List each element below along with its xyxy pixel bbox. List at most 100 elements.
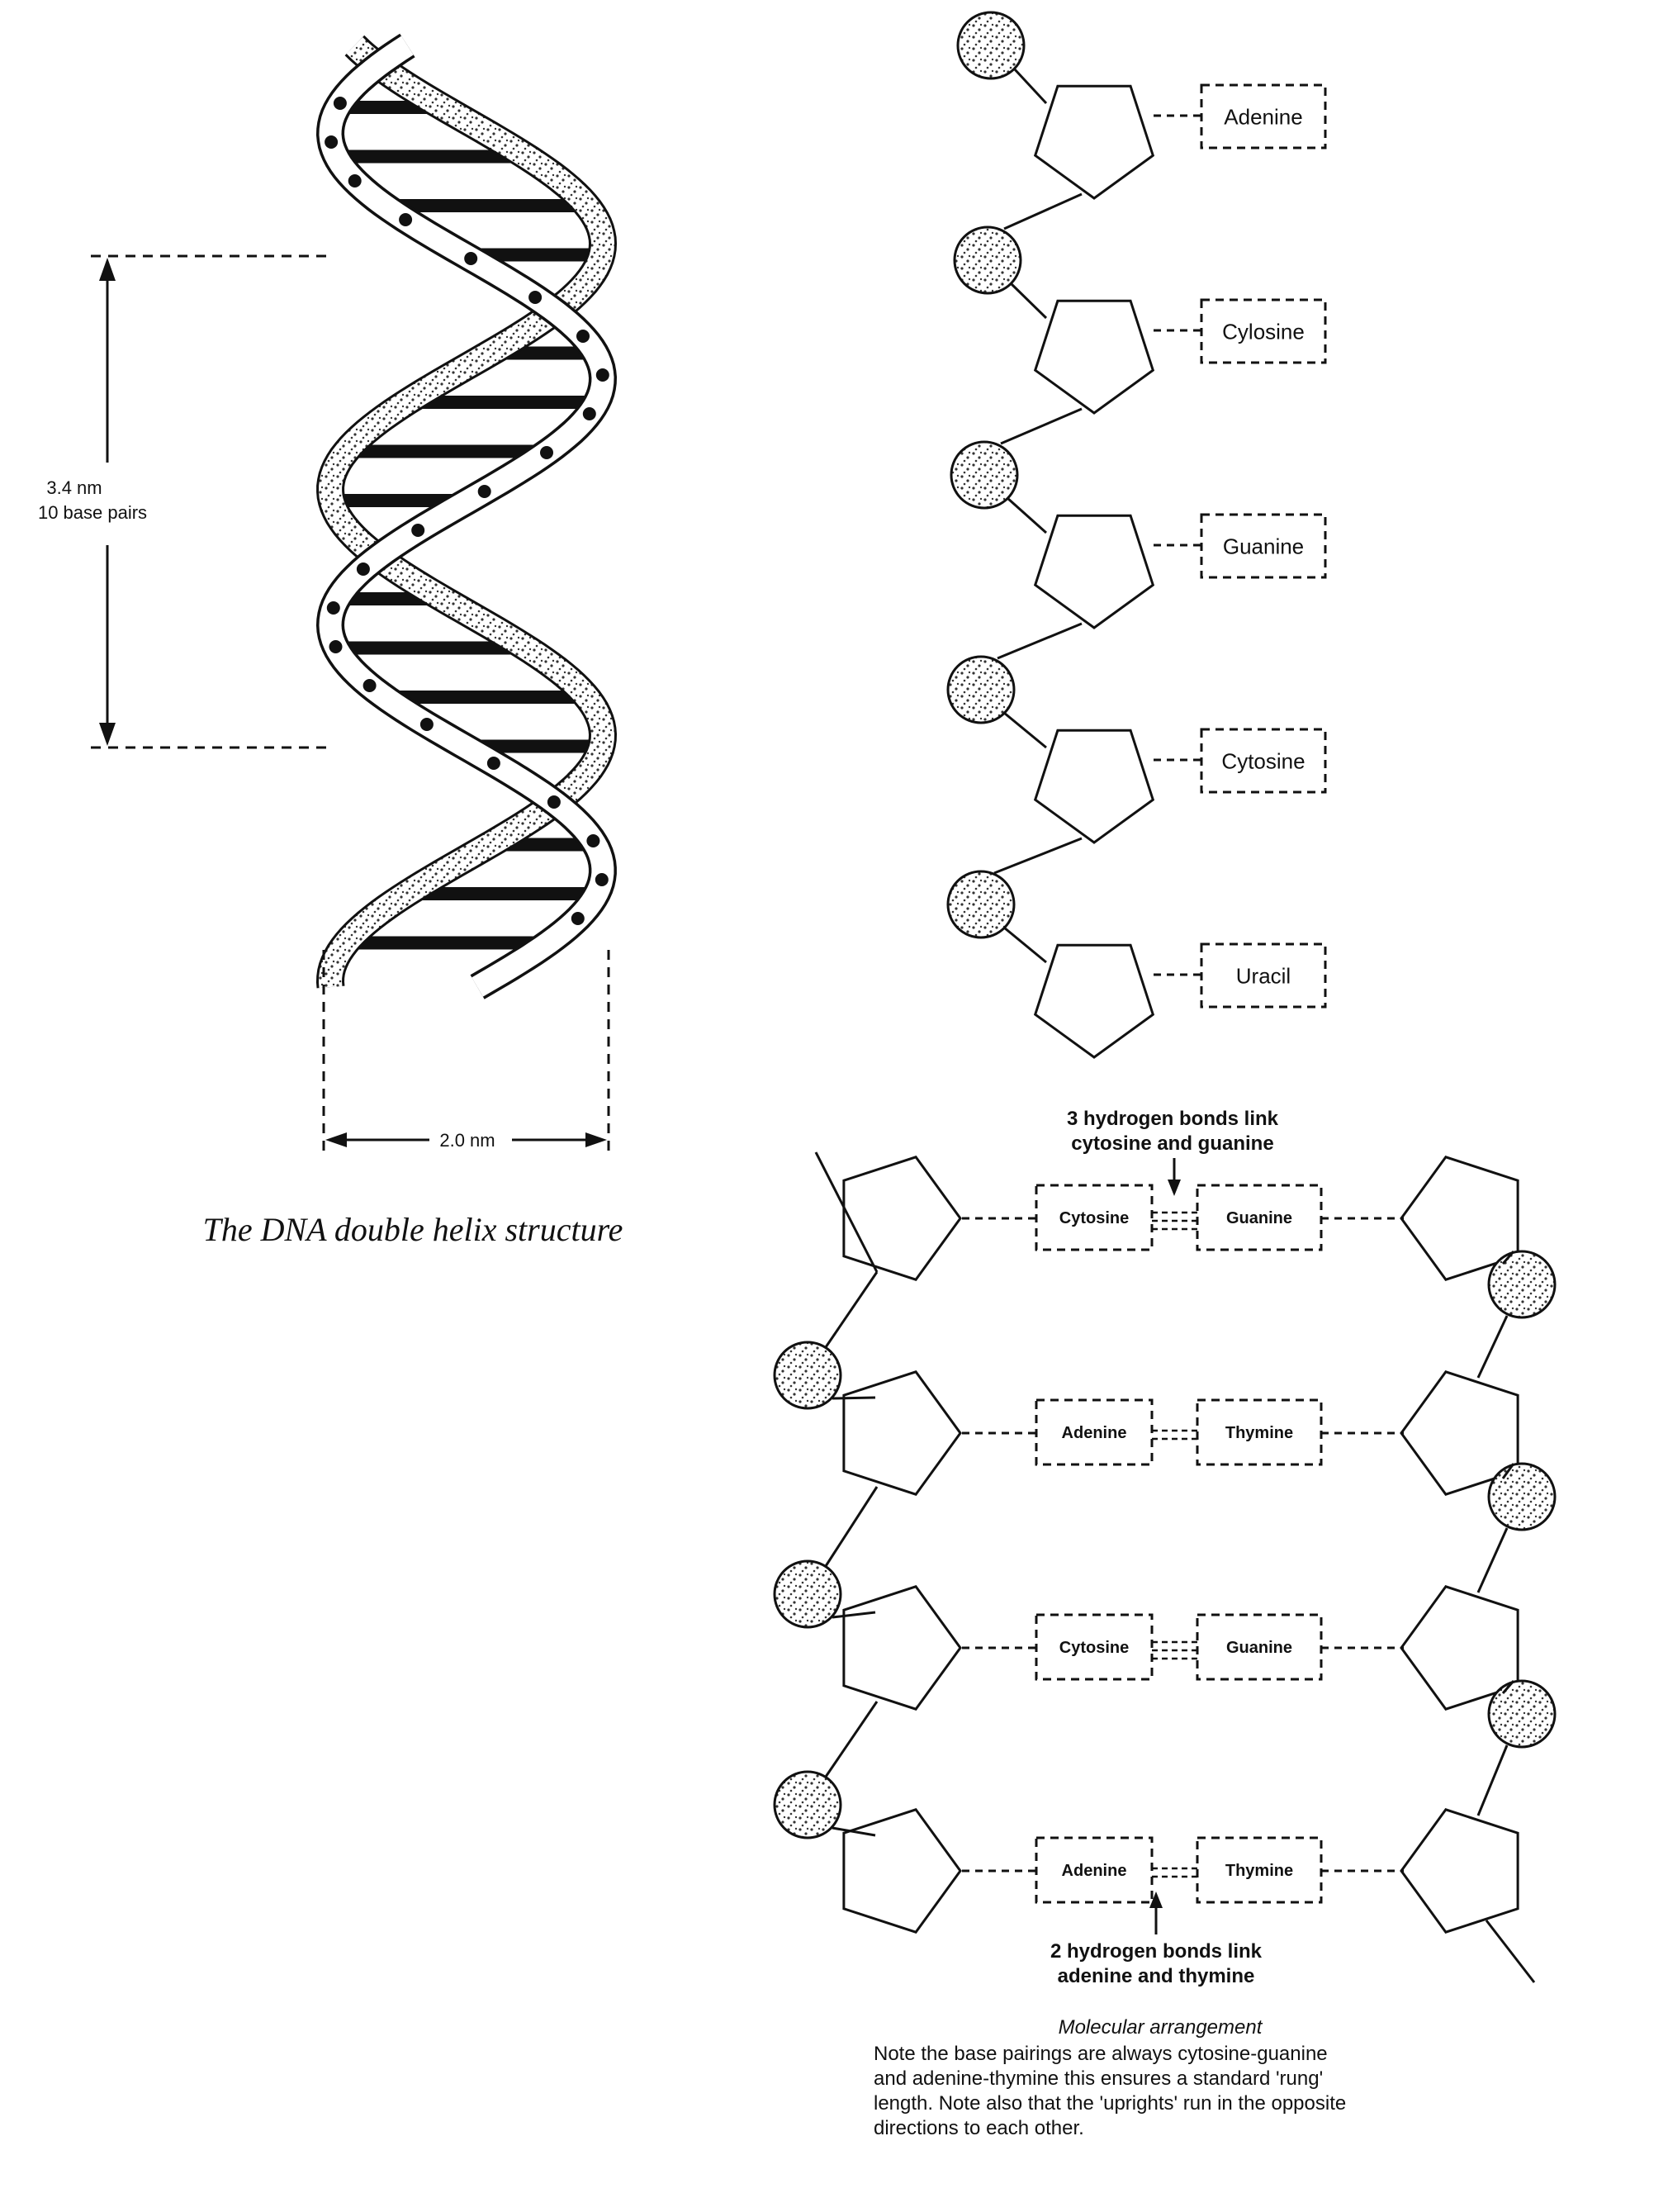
left-backbone-top <box>814 1151 879 1273</box>
helix-phosphate-dot <box>586 834 600 847</box>
molecular-title: Molecular arrangement <box>1059 2016 1263 2039</box>
base-box <box>1200 83 1327 150</box>
backbone-bond <box>1003 711 1047 749</box>
helix-phosphate-dot <box>595 873 609 886</box>
note-line-1: Note the base pairings are always cytosi… <box>874 2043 1328 2065</box>
helix-phosphate-dot <box>582 407 596 420</box>
phosphate-group <box>1487 1679 1557 1749</box>
base-label: Adenine <box>1062 1424 1127 1442</box>
helix-phosphate-dot <box>326 601 340 615</box>
backbone-bond <box>1009 282 1048 320</box>
left-backbone-bond <box>832 1611 876 1619</box>
backbone-bond <box>1003 192 1083 230</box>
helix-phosphate-dot <box>486 757 500 770</box>
sugar-pentagon <box>1400 1370 1519 1496</box>
base-label: Adenine <box>1062 1862 1127 1880</box>
helix-phosphate-dot <box>356 562 370 576</box>
base-box <box>1196 1184 1323 1251</box>
right-backbone-bond <box>1501 1251 1515 1265</box>
right-backbone-bottom <box>1485 1920 1536 1983</box>
base-box <box>1035 1836 1154 1904</box>
base-label: Cytosine <box>1059 1209 1129 1227</box>
helix-phosphate-dot <box>477 485 491 498</box>
hydrogen-bond-notes: 3 hydrogen bonds link cytosine and guani… <box>1050 1108 1279 1987</box>
pitch-label: 3.4 nm <box>46 477 102 498</box>
helix-phosphate-dot <box>411 524 425 537</box>
pitch-sublabel: 10 base pairs <box>38 502 147 523</box>
note-line-2: and adenine-thymine this ensures a stand… <box>874 2067 1323 2090</box>
note-line-3: length. Note also that the 'uprights' ru… <box>874 2092 1346 2115</box>
base-box <box>1196 1613 1323 1681</box>
helix-phosphate-dot <box>348 174 362 187</box>
base-label: Uracil <box>1236 963 1291 988</box>
sugar-pentagon <box>1033 299 1155 415</box>
sugar-pentagon <box>842 1156 962 1281</box>
base-label: Thymine <box>1225 1862 1293 1880</box>
helix-phosphate-dot <box>540 446 553 459</box>
left-backbone-bond <box>832 1826 876 1837</box>
helix-phosphate-dot <box>528 291 543 304</box>
helix-phosphate-dot <box>399 213 413 226</box>
two-bond-note-line1: 2 hydrogen bonds link <box>1050 1940 1263 1963</box>
phosphate-group <box>773 1341 842 1410</box>
helix-phosphate-dot <box>464 252 478 265</box>
base-label: Adenine <box>1224 104 1302 129</box>
base-box <box>1035 1184 1154 1251</box>
sugar-pentagon <box>1033 84 1155 200</box>
helix-phosphate-dot <box>363 679 377 692</box>
sugar-pentagon <box>1033 514 1155 629</box>
base-label: Guanine <box>1226 1639 1292 1657</box>
sugar-pentagon <box>1400 1808 1519 1934</box>
sugar-pentagon <box>1033 943 1155 1059</box>
phosphate-group <box>773 1559 842 1629</box>
left-backbone-bond <box>824 1701 879 1778</box>
base-box <box>1200 942 1327 1009</box>
left-backbone-bond <box>824 1271 879 1348</box>
width-label: 2.0 nm <box>439 1130 495 1151</box>
right-backbone-bond <box>1476 1315 1509 1379</box>
width-dimension: 2.0 nm <box>322 950 610 1152</box>
dna-double-helix <box>315 33 618 999</box>
two-bond-note-line2: adenine and thymine <box>1058 1965 1255 1987</box>
sugar-pentagon <box>842 1585 962 1711</box>
backbone-bond <box>1000 407 1083 445</box>
three-bond-arrowhead <box>1168 1180 1181 1196</box>
pitch-arrowhead-up <box>99 258 116 281</box>
base-box <box>1200 513 1327 579</box>
sugar-pentagon <box>1033 729 1155 844</box>
pitch-dimension: 3.4 nm 10 base pairs <box>38 254 326 749</box>
backbone-bond <box>993 837 1083 875</box>
base-box <box>1035 1398 1154 1466</box>
helix-phosphate-dot <box>329 640 343 653</box>
helix-phosphate-dot <box>325 135 339 149</box>
sugar-pentagon <box>1400 1585 1519 1711</box>
phosphate-group <box>946 870 1016 939</box>
base-label: Thymine <box>1225 1424 1293 1442</box>
right-backbone-bond <box>1501 1680 1515 1694</box>
note-line-4: directions to each other. <box>874 2117 1084 2139</box>
backbone-bond <box>1007 496 1047 534</box>
sugar-pentagon <box>1400 1156 1519 1281</box>
three-bond-note-line1: 3 hydrogen bonds link <box>1067 1108 1279 1130</box>
width-arrowhead-right <box>585 1132 607 1147</box>
base-label: Cylosine <box>1222 319 1305 344</box>
phosphate-group <box>956 11 1026 80</box>
molecular-caption: Molecular arrangement Note the base pair… <box>874 2016 1346 2139</box>
width-arrowhead-left <box>325 1132 347 1147</box>
pitch-arrowhead-down <box>99 723 116 746</box>
base-box <box>1196 1398 1323 1466</box>
base-box <box>1196 1836 1323 1904</box>
sugar-pentagon <box>842 1808 962 1934</box>
helix-phosphate-dot <box>571 912 585 925</box>
backbone-bond <box>1003 926 1047 964</box>
base-label: Cytosine <box>1059 1639 1129 1657</box>
helix-phosphate-dots <box>325 97 609 925</box>
phosphate-group <box>953 225 1022 295</box>
base-label: Guanine <box>1223 534 1304 558</box>
backbone-bond <box>997 622 1083 660</box>
helix-phosphate-dot <box>576 330 590 343</box>
helix-phosphate-dot <box>595 368 609 382</box>
phosphate-group <box>946 655 1016 724</box>
